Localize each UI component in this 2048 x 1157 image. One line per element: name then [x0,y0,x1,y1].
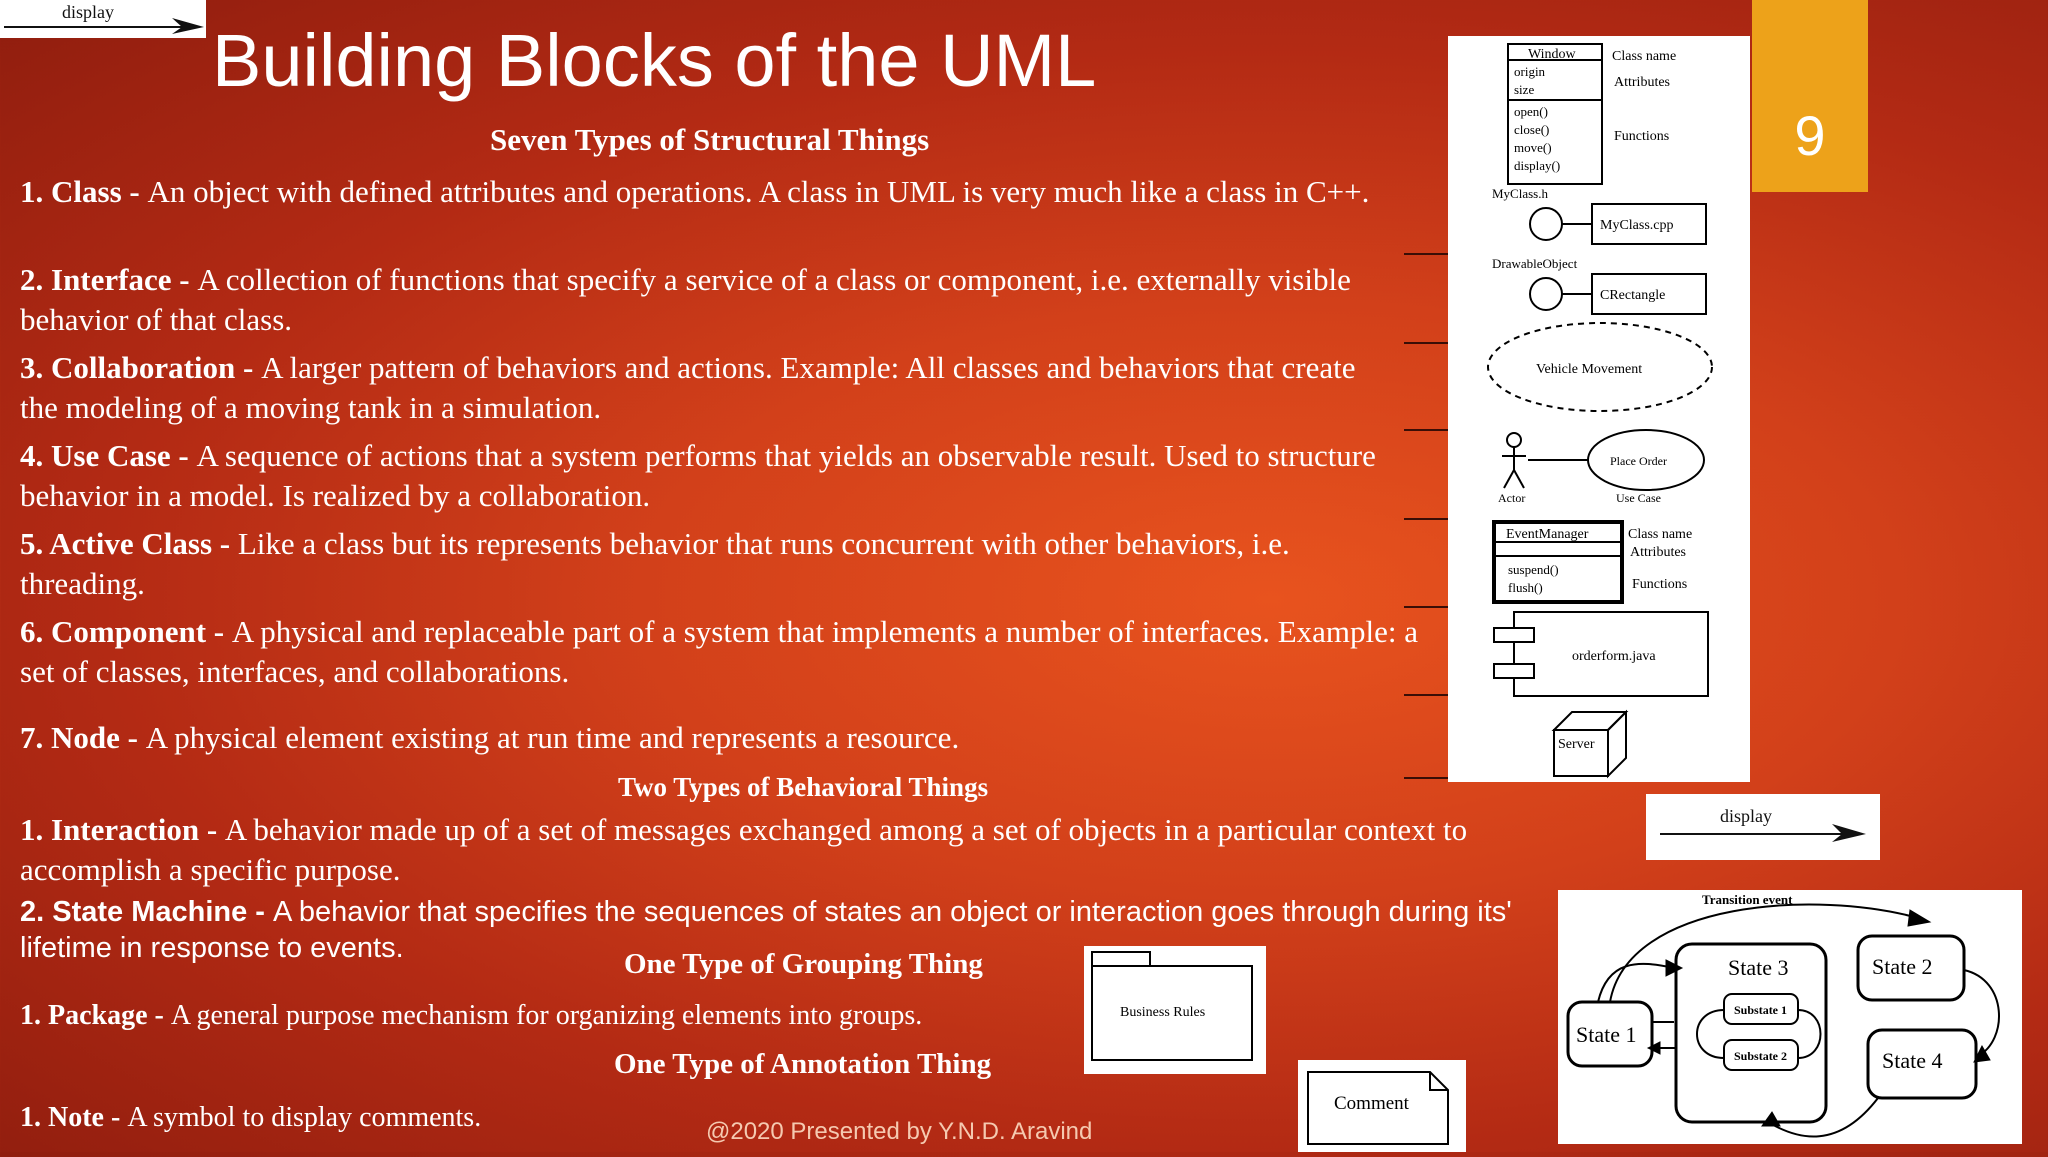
interaction-diagram: display [1646,794,1880,860]
svg-text:DrawableObject: DrawableObject [1492,256,1578,271]
svg-text:flush(): flush() [1508,580,1543,595]
svg-text:display(): display() [1514,158,1560,173]
class-name: Window [1528,47,1577,62]
leader-line [1404,606,1448,608]
class-diagram: Window origin size open() close() move()… [1507,43,1676,185]
svg-text:CRectangle: CRectangle [1600,288,1665,303]
svg-text:Business Rules: Business Rules [1120,1005,1205,1020]
note-icon: Comment [1307,1071,1449,1145]
leader-line [1404,342,1448,344]
structural-heading: Seven Types of Structural Things [490,122,930,157]
svg-text:Substate 1: Substate 1 [1734,1003,1787,1017]
svg-text:Substate 2: Substate 2 [1734,1049,1787,1063]
active-class-diagram: EventManager suspend() flush() Class nam… [1492,520,1692,604]
footer-credit: @2020 Presented by Y.N.D. Aravind [706,1118,1093,1145]
annotation-item-note: 1. Note - A symbol to display comments. [20,1102,482,1133]
leader-line [1404,777,1448,779]
display-label: display [62,2,114,22]
svg-text:Vehicle Movement: Vehicle Movement [1536,362,1642,377]
structural-item-component: 6. Component - A physical and replaceabl… [20,614,1419,689]
arrow-icon: display [1660,806,1866,842]
svg-text:close(): close() [1514,122,1549,137]
collaboration-diagram: Vehicle Movement [1487,322,1713,412]
annotation-heading: One Type of Annotation Thing [614,1048,992,1080]
uml-structural-diagram-panel: Window origin size open() close() move()… [1448,36,1750,782]
structural-item-use-case: 4. Use Case - A sequence of actions that… [20,438,1376,513]
display-arrow-thumbnail: display [0,0,206,38]
svg-text:Use Case: Use Case [1616,491,1661,505]
leader-line [1404,694,1448,696]
svg-text:Class name: Class name [1612,49,1676,64]
uml-diagrams: Window origin size open() close() move()… [1487,43,1713,779]
page-number: 9 [1752,0,1868,192]
interface-diagram: MyClass.h MyClass.cpp [1492,186,1707,245]
svg-text:Attributes: Attributes [1630,545,1686,560]
structural-item-node: 7. Node - A physical element existing at… [20,720,960,755]
svg-text:size: size [1514,82,1534,97]
svg-text:Place Order: Place Order [1610,454,1667,468]
svg-text:suspend(): suspend() [1508,562,1559,577]
svg-text:Actor: Actor [1498,491,1525,505]
svg-text:Attributes: Attributes [1614,75,1670,90]
svg-text:Comment: Comment [1334,1093,1410,1114]
svg-text:Class name: Class name [1628,527,1692,542]
svg-text:State 4: State 4 [1882,1048,1943,1073]
svg-text:Server: Server [1558,737,1595,752]
arrow-icon: display [4,2,204,34]
leader-line [1404,518,1448,520]
svg-text:Transition event: Transition event [1702,892,1793,907]
slide-title: Building Blocks of the UML [212,19,1097,102]
grouping-heading: One Type of Grouping Thing [624,948,983,980]
svg-text:move(): move() [1514,140,1552,155]
behavioral-item-state-machine: 2. State Machine - A behavior that speci… [20,896,1512,964]
leader-line [1404,253,1448,255]
svg-text:display: display [1720,806,1772,826]
component-diagram: orderform.java [1493,611,1709,697]
svg-text:MyClass.h: MyClass.h [1492,186,1548,201]
package-diagram: Business Rules [1084,946,1266,1074]
package-icon: Business Rules [1091,951,1253,1061]
state-diagram: Transition event State 1 State 3 Substat… [1566,892,2000,1138]
behavioral-heading: Two Types of Behavioral Things [618,772,989,802]
structural-item-active-class: 5. Active Class - Like a class but its r… [20,526,1290,601]
svg-text:State 2: State 2 [1872,954,1933,979]
svg-text:State 3: State 3 [1728,955,1789,980]
structural-item-class: 1. Class - An object with defined attrib… [20,174,1370,209]
structural-item-collaboration: 3. Collaboration - A larger pattern of b… [20,350,1356,425]
svg-text:EventManager: EventManager [1506,527,1589,542]
svg-text:State 1: State 1 [1576,1022,1637,1047]
note-diagram: Comment [1298,1060,1466,1152]
structural-item-interface: 2. Interface - A collection of functions… [20,262,1351,337]
svg-text:orderform.java: orderform.java [1572,649,1656,664]
state-machine-diagram: Transition event State 1 State 3 Substat… [1558,890,2022,1144]
leader-line [1404,429,1448,431]
svg-text:Functions: Functions [1632,577,1687,592]
svg-text:origin: origin [1514,64,1546,79]
behavioral-item-interaction: 1. Interaction - A behavior made up of a… [20,812,1468,887]
svg-text:Functions: Functions [1614,129,1669,144]
grouping-item-package: 1. Package - A general purpose mechanism… [20,1000,923,1031]
svg-text:open(): open() [1514,104,1548,119]
svg-text:MyClass.cpp: MyClass.cpp [1600,218,1674,233]
use-case-diagram: Place Order Actor Use Case [1498,429,1705,505]
interface-diagram-2: DrawableObject CRectangle [1492,256,1707,315]
node-diagram: Server [1551,709,1629,779]
